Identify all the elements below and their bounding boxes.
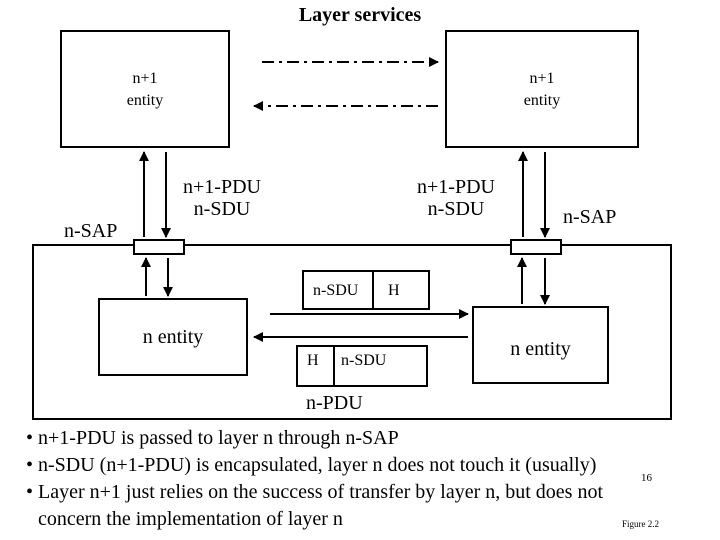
n-pdu-label: n-PDU [306, 392, 363, 414]
left-upper-entity-label-1: n+1 [132, 70, 158, 87]
pdu-bottom-sdu-label: n-SDU [341, 352, 387, 369]
left-pdu-label-2: n-SDU [193, 198, 251, 220]
left-pdu-label-1: n+1-PDU [183, 176, 261, 198]
right-pdu-label-2: n-SDU [427, 198, 485, 220]
left-n-entity-label: n entity [142, 326, 204, 348]
bullet-4: concern the implementation of layer n [38, 508, 343, 530]
bullet-list: • n+1-PDU is passed to layer n through n… [26, 425, 603, 533]
left-upper-entity-label-2: entity [126, 92, 164, 109]
pdu-top-box [302, 270, 430, 310]
bullet-3: • Layer n+1 just relies on the success o… [26, 481, 604, 503]
left-sap-label: n-SAP [64, 220, 118, 242]
left-pdu-label: n+1-PDU n-SDU [172, 176, 272, 220]
page-number: 16 [641, 472, 652, 484]
right-pdu-label-1: n+1-PDU [417, 176, 495, 198]
diagram-title: Layer services [298, 4, 422, 26]
right-sap-label: n-SAP [563, 206, 617, 228]
bullet-1: • n+1-PDU is passed to layer n through n… [26, 427, 399, 449]
right-n-entity-label: n entity [510, 338, 571, 360]
right-sap-box [510, 239, 562, 255]
right-upper-entity-label-2: entity [523, 92, 561, 109]
pdu-top-header-label: H [388, 282, 400, 299]
right-pdu-label: n+1-PDU n-SDU [406, 176, 506, 220]
pdu-bottom-header-label: H [307, 352, 319, 369]
pdu-top-sdu-label: n-SDU [313, 282, 359, 299]
pdu-bottom-box [296, 345, 428, 387]
figure-label: Figure 2.2 [622, 519, 659, 529]
left-sap-box [133, 239, 185, 255]
right-upper-entity-box: n+1 entity [445, 30, 639, 148]
right-upper-entity-label-1: n+1 [529, 70, 555, 87]
right-n-entity-box: n entity [472, 306, 609, 384]
left-n-entity-box: n entity [98, 298, 248, 376]
bullet-2: • n-SDU (n+1-PDU) is encapsulated, layer… [26, 454, 597, 476]
left-upper-entity-box: n+1 entity [60, 30, 230, 148]
